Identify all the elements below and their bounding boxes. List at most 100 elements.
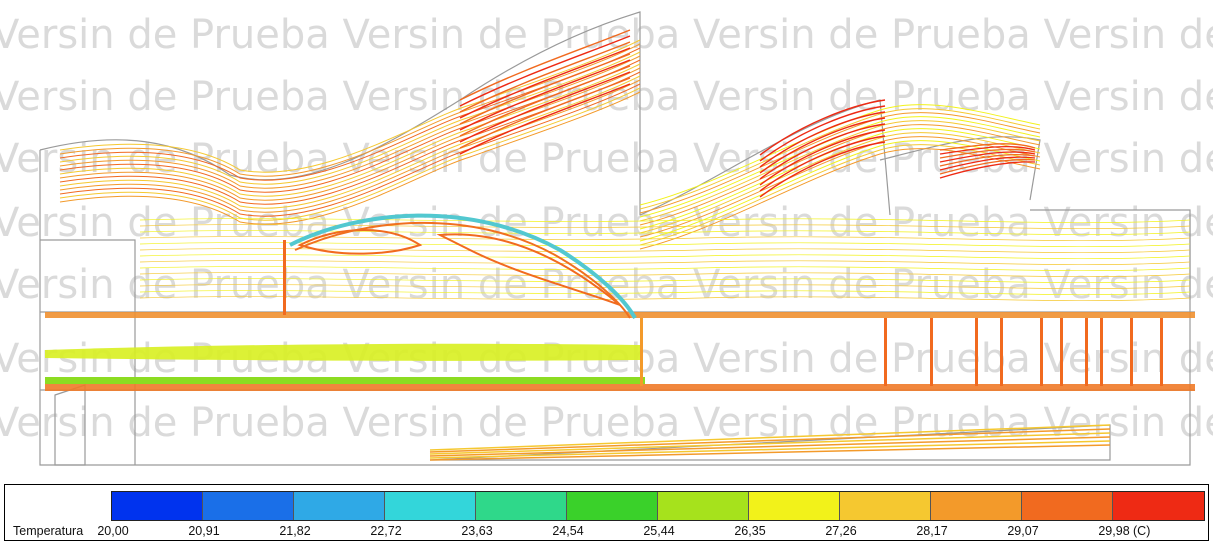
legend-swatch bbox=[1113, 492, 1204, 520]
column bbox=[1130, 318, 1133, 386]
streamline bbox=[939, 143, 1036, 151]
color-legend: Temperatura 20,00 20,91 21,82 22,72 23,63 24,… bbox=[4, 484, 1209, 541]
streamline bbox=[459, 47, 631, 119]
column bbox=[1085, 318, 1088, 386]
legend-swatch bbox=[476, 492, 567, 520]
streamline bbox=[59, 55, 641, 189]
watermark-text: Versin de Prueba Versin de Prueba Versin… bbox=[0, 12, 1213, 58]
streamline bbox=[139, 248, 1191, 254]
streamline bbox=[139, 296, 1191, 302]
streamline bbox=[59, 51, 641, 185]
legend-swatch bbox=[931, 492, 1022, 520]
streamline bbox=[759, 105, 886, 162]
column bbox=[975, 318, 978, 386]
streamline bbox=[639, 116, 1041, 218]
streamline bbox=[759, 99, 886, 156]
streamline bbox=[139, 236, 1191, 242]
streamline bbox=[429, 444, 1111, 461]
streamline bbox=[139, 254, 1191, 260]
streamline bbox=[139, 278, 1191, 284]
streamline bbox=[59, 83, 641, 217]
legend-swatch bbox=[749, 492, 840, 520]
legend-tick-label: 26,35 bbox=[734, 524, 766, 538]
streamline bbox=[639, 128, 1041, 230]
legend-colorbar bbox=[111, 491, 1205, 521]
streamline bbox=[939, 158, 1036, 175]
legend-unit: (C) bbox=[1133, 524, 1151, 538]
airflow-streamlines bbox=[59, 29, 1191, 461]
legend-tick-label: 22,72 bbox=[370, 524, 402, 538]
streamline bbox=[639, 112, 1041, 214]
column bbox=[884, 318, 887, 386]
streamline bbox=[429, 440, 1111, 459]
column bbox=[930, 318, 933, 386]
streamline bbox=[639, 120, 1041, 222]
arch bbox=[289, 213, 637, 319]
streamline bbox=[59, 91, 641, 225]
streamline bbox=[939, 145, 1036, 155]
column bbox=[1060, 318, 1063, 386]
streamline bbox=[429, 424, 1111, 451]
streamline bbox=[139, 290, 1191, 296]
streamline bbox=[759, 141, 886, 198]
legend-tick-label: 29,07 bbox=[1007, 524, 1039, 538]
legend-tick-label: 28,17 bbox=[916, 524, 948, 538]
watermark-text: Versin de Prueba Versin de Prueba Versin… bbox=[0, 400, 1213, 446]
streamline bbox=[139, 230, 1191, 236]
streamline bbox=[939, 156, 1036, 171]
streamline bbox=[139, 266, 1191, 272]
legend-tick-label: 20,00 bbox=[97, 524, 129, 538]
streamline bbox=[59, 67, 641, 201]
streamline bbox=[939, 161, 1036, 179]
streamline bbox=[759, 123, 886, 180]
streamline bbox=[297, 229, 423, 255]
legend-tick-label: 29,98 bbox=[1098, 524, 1130, 538]
streamline bbox=[59, 39, 641, 173]
streamline bbox=[939, 153, 1036, 167]
streamline bbox=[459, 77, 631, 149]
column bbox=[283, 240, 286, 315]
legend-swatch bbox=[112, 492, 203, 520]
streamline bbox=[639, 132, 1041, 234]
streamline bbox=[59, 43, 641, 177]
structural-columns bbox=[283, 240, 1163, 386]
column bbox=[1160, 318, 1163, 386]
streamline bbox=[59, 87, 641, 221]
column bbox=[1040, 318, 1043, 386]
streamline bbox=[459, 35, 631, 107]
streamline bbox=[639, 148, 1041, 250]
legend-swatch bbox=[567, 492, 658, 520]
streamline bbox=[639, 104, 1041, 206]
streamline bbox=[429, 432, 1111, 455]
legend-swatch bbox=[1022, 492, 1113, 520]
watermark-text: Versin de Prueba Versin de Prueba Versin… bbox=[0, 200, 1213, 246]
streamline bbox=[59, 79, 641, 213]
legend-swatch bbox=[385, 492, 476, 520]
streamline bbox=[759, 135, 886, 192]
column bbox=[1000, 318, 1003, 386]
streamline bbox=[139, 224, 1191, 230]
streamline bbox=[939, 151, 1036, 163]
streamline bbox=[459, 29, 631, 101]
column bbox=[640, 318, 643, 386]
streamline bbox=[59, 63, 641, 197]
legend-tick-label: 21,82 bbox=[279, 524, 311, 538]
legend-tick-label: 20,91 bbox=[188, 524, 220, 538]
legend-tick-label: 27,26 bbox=[825, 524, 857, 538]
legend-swatch bbox=[294, 492, 385, 520]
legend-tick-label: 25,44 bbox=[643, 524, 675, 538]
streamline bbox=[429, 428, 1111, 453]
streamline bbox=[459, 59, 631, 131]
legend-tick-label: 23,63 bbox=[461, 524, 493, 538]
streamline bbox=[759, 111, 886, 168]
streamline bbox=[639, 124, 1041, 226]
streamline bbox=[459, 53, 631, 125]
streamline bbox=[139, 218, 1191, 224]
legend-title: Temperatura bbox=[13, 524, 84, 538]
legend-tick-label: 24,54 bbox=[552, 524, 584, 538]
streamline bbox=[459, 41, 631, 113]
streamline bbox=[139, 242, 1191, 248]
streamline bbox=[639, 144, 1041, 246]
legend-swatch bbox=[203, 492, 294, 520]
floor-slabs bbox=[45, 312, 1195, 391]
